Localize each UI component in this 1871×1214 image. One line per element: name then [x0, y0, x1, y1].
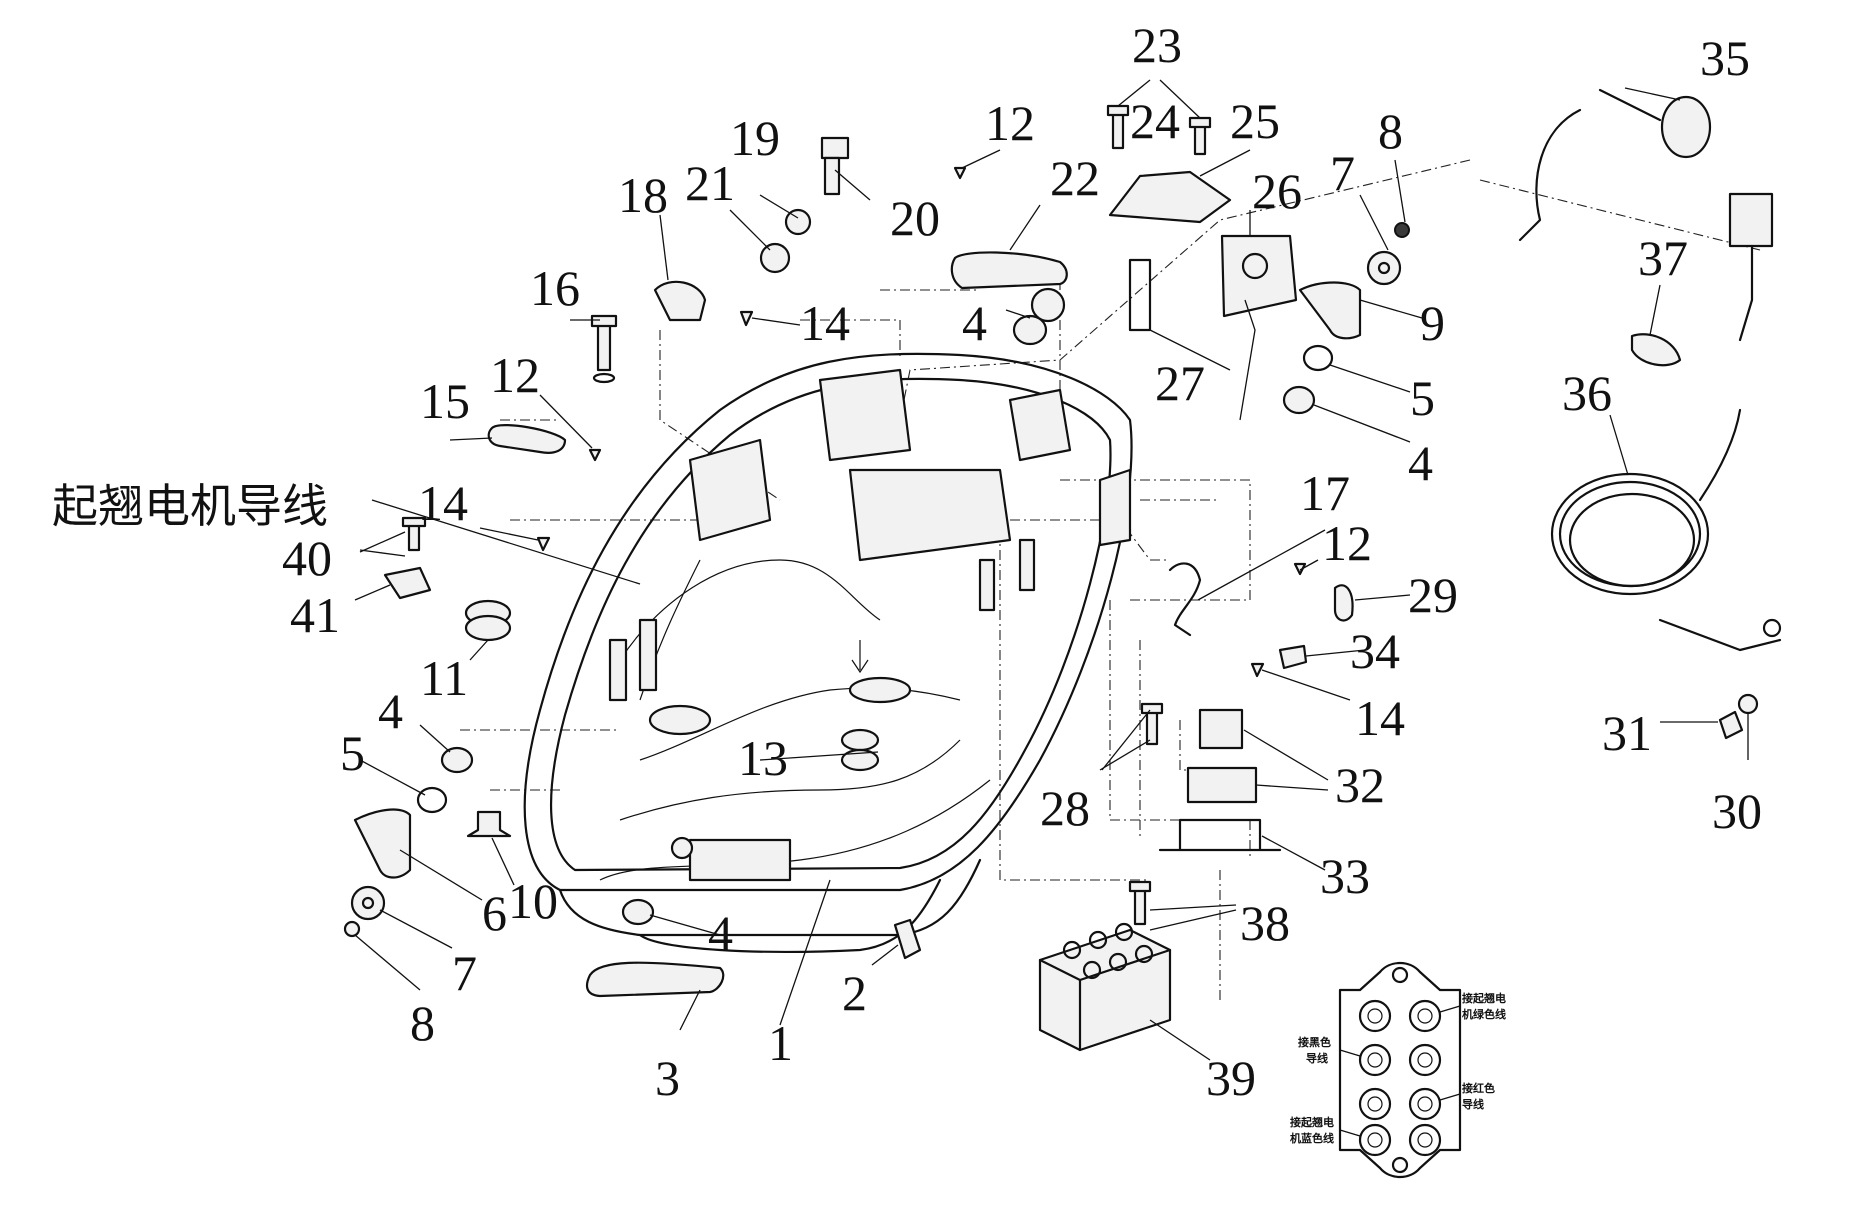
callout-38: 38 — [1240, 895, 1290, 951]
callout-32: 32 — [1335, 757, 1385, 813]
lift-motor-wire-label: 起翘电机导线 — [52, 479, 328, 533]
lower-cowling-part-1 — [523, 352, 1133, 953]
callout-2: 2 — [842, 965, 867, 1021]
callout-26: 26 — [1252, 163, 1302, 219]
callout-14c: 14 — [1355, 690, 1405, 746]
callout-13: 13 — [738, 730, 788, 786]
callout-leaders — [354, 79, 1749, 1061]
callout-12a: 12 — [985, 95, 1035, 151]
callout-37: 37 — [1638, 230, 1688, 286]
callout-22: 22 — [1050, 150, 1100, 206]
callout-numbers: 1 2 3 4 4 4 4 5 5 6 7 7 8 8 9 10 11 12 1… — [282, 17, 1762, 1106]
callout-24: 24 — [1130, 93, 1180, 149]
callout-15: 15 — [420, 373, 470, 429]
callout-33: 33 — [1320, 848, 1370, 904]
callout-14b: 14 — [418, 475, 468, 531]
callout-7b: 7 — [1330, 145, 1355, 201]
callout-35: 35 — [1700, 30, 1750, 86]
callout-21: 21 — [685, 155, 735, 211]
hardware-parts — [343, 88, 1782, 1052]
callout-4a: 4 — [378, 683, 403, 739]
callout-5a: 5 — [340, 725, 365, 781]
callout-9: 9 — [1420, 295, 1445, 351]
callout-11: 11 — [420, 650, 468, 706]
callout-4b: 4 — [708, 905, 733, 961]
terminal-label-black-line2: 导线 — [1306, 1051, 1328, 1065]
callout-7a: 7 — [452, 945, 477, 1001]
callout-39: 39 — [1206, 1050, 1256, 1106]
callout-28: 28 — [1040, 780, 1090, 836]
callout-16: 16 — [530, 260, 580, 316]
callout-30: 30 — [1712, 783, 1762, 839]
callout-41: 41 — [290, 587, 340, 643]
terminal-label-blue-line2: 机蓝色线 — [1290, 1131, 1334, 1145]
callout-3: 3 — [655, 1050, 680, 1106]
callout-20: 20 — [890, 190, 940, 246]
callout-8b: 8 — [1378, 103, 1403, 159]
callout-4d: 4 — [1408, 435, 1433, 491]
callout-5b: 5 — [1410, 370, 1435, 426]
callout-12c: 12 — [1322, 515, 1372, 571]
callout-27: 27 — [1155, 355, 1205, 411]
terminal-label-red-line2: 导线 — [1462, 1097, 1484, 1111]
callout-19: 19 — [730, 110, 780, 166]
callout-31: 31 — [1602, 705, 1652, 761]
terminal-label-top-right-line2: 机绿色线 — [1462, 1007, 1506, 1021]
callout-10: 10 — [508, 873, 558, 929]
callout-18: 18 — [618, 167, 668, 223]
callout-6: 6 — [482, 885, 507, 941]
callout-40: 40 — [282, 530, 332, 586]
callout-36: 36 — [1562, 365, 1612, 421]
terminal-label-black-line1: 接黑色 — [1298, 1035, 1331, 1049]
terminal-label-top-right-line1: 接起翘电 — [1462, 991, 1506, 1005]
callout-23: 23 — [1132, 17, 1182, 73]
callout-12b: 12 — [490, 347, 540, 403]
callout-17: 17 — [1300, 465, 1350, 521]
callout-8a: 8 — [410, 995, 435, 1051]
callout-25: 25 — [1230, 93, 1280, 149]
terminal-label-blue-line1: 接起翘电 — [1290, 1115, 1334, 1129]
callout-14a: 14 — [800, 295, 850, 351]
callout-34: 34 — [1350, 623, 1400, 679]
callout-4c: 4 — [962, 295, 987, 351]
terminal-block-top-view: 接起翘电 机绿色线 接黑色 导线 接红色 导线 接起翘电 机蓝色线 — [1290, 961, 1506, 1179]
terminal-label-red-line1: 接红色 — [1462, 1081, 1495, 1095]
callout-29: 29 — [1408, 567, 1458, 623]
callout-1: 1 — [768, 1015, 793, 1071]
